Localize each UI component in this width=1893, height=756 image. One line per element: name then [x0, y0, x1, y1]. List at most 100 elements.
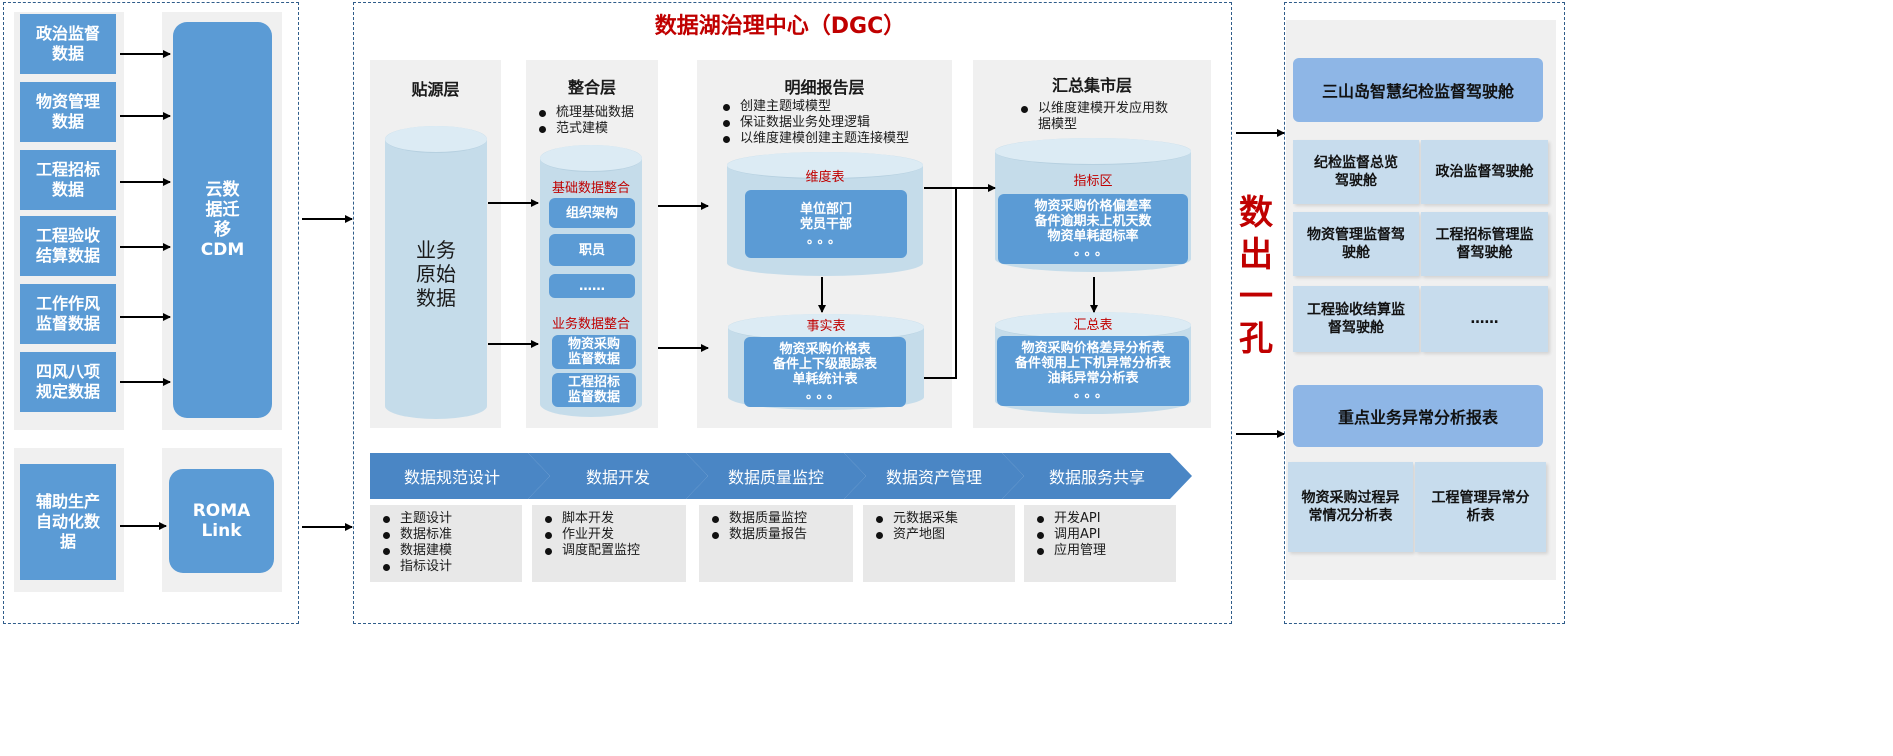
basic-item-staff: 职员 — [549, 234, 635, 266]
right-output-frame — [1284, 2, 1565, 624]
bullet-item: 以维度建模开发应用数据模型 — [1018, 101, 1178, 133]
source-box: 工程验收结算数据 — [20, 216, 116, 276]
integration-layer-title: 整合层 — [567, 78, 616, 97]
detail-layer-title: 明细报告层 — [784, 78, 865, 97]
source-box: 政治监督数据 — [20, 14, 116, 74]
fact-items: 物资采购价格表 备件上下级跟踪表 单耗统计表 。。。 — [744, 337, 906, 407]
basic-integration-label: 基础数据整合 — [551, 181, 630, 196]
biz-item-material: 物资采购监督数据 — [552, 335, 636, 369]
bullet-item: 脚本开发 — [542, 511, 640, 527]
source-box: 工作作风监督数据 — [20, 284, 116, 344]
step-asset-mgmt: 数据资产管理 — [844, 453, 1024, 499]
bullet-item: 数据质量监控 — [709, 511, 807, 527]
source-box: 工程招标数据 — [20, 150, 116, 210]
step-development: 数据开发 — [528, 453, 708, 499]
step-detail-spec-design: 主题设计 数据标准 数据建模 指标设计 — [370, 505, 522, 582]
bullet-item: 元数据采集 — [873, 511, 958, 527]
biz-integration-label: 业务数据整合 — [551, 317, 630, 332]
cockpit-cell: 工程验收结算监督驾驶舱 — [1293, 286, 1419, 352]
integration-cylinder: 基础数据整合 组织架构 职员 …… 业务数据整合 物资采购监督数据 工程招标监督… — [540, 145, 642, 417]
cockpit-cell: 工程招标管理监督驾驶舱 — [1421, 212, 1548, 276]
cockpit-cell: …… — [1421, 286, 1548, 352]
bullet-item: 指标设计 — [380, 559, 452, 575]
page-title: 数据湖治理中心（DGC） — [654, 14, 906, 39]
kpi-item: 物资采购价格偏差率 — [1034, 199, 1152, 214]
detail-bullets: 创建主题域模型 保证数据业务处理逻辑 以维度建模创建主题连接模型 — [720, 99, 909, 147]
slogan-char: 出 — [1239, 235, 1273, 275]
cockpit-cell: 政治监督驾驶舱 — [1421, 140, 1548, 204]
bullet-item: 数据质量报告 — [709, 527, 807, 543]
bullet-item: 数据建模 — [380, 543, 452, 559]
bullet-item: 数据标准 — [380, 527, 452, 543]
basic-item-more: …… — [549, 274, 635, 298]
bullet-item: 主题设计 — [380, 511, 452, 527]
aux-source-box: 辅助生产自动化数据 — [20, 464, 116, 580]
raw-data-cylinder: 业务原始数据 — [385, 126, 487, 419]
source-box: 四风八项规定数据 — [20, 352, 116, 412]
dimension-ellipsis: 。。。 — [806, 231, 845, 247]
summary-table-ellipsis: 。。。 — [1073, 386, 1112, 401]
bullet-item: 梳理基础数据 — [536, 105, 634, 121]
kpi-ellipsis: 。。。 — [1073, 244, 1112, 259]
kpi-item: 备件逾期未上机天数 — [1034, 214, 1152, 229]
bullet-item: 创建主题域模型 — [720, 99, 909, 115]
bullet-item: 开发API — [1034, 511, 1106, 527]
summary-table-items: 物资采购价格差异分析表 备件领用上下机异常分析表 油耗异常分析表 。。。 — [997, 336, 1189, 406]
kpi-cylinder: 指标区 物资采购价格偏差率 备件逾期未上机天数 物资单耗超标率 。。。 — [995, 138, 1191, 272]
fact-ellipsis: 。。。 — [805, 387, 844, 402]
cockpit-cell: 纪检监督总览驾驶舱 — [1293, 140, 1419, 204]
report-cell: 工程管理异常分析表 — [1415, 462, 1546, 552]
summary-table-item: 备件领用上下机异常分析表 — [1014, 356, 1171, 371]
report-title: 重点业务异常分析报表 — [1293, 385, 1543, 447]
summary-bullets: 以维度建模开发应用数据模型 — [1018, 101, 1178, 133]
step-detail-asset-mgmt: 元数据采集 资产地图 — [863, 505, 1015, 582]
source-box: 物资管理数据 — [20, 82, 116, 142]
fact-item: 单耗统计表 — [792, 372, 858, 387]
summary-table-item: 物资采购价格差异分析表 — [1021, 341, 1165, 356]
fact-cylinder: 事实表 物资采购价格表 备件上下级跟踪表 单耗统计表 。。。 — [728, 314, 924, 410]
summary-table-cylinder: 汇总表 物资采购价格差异分析表 备件领用上下机异常分析表 油耗异常分析表 。。。 — [995, 312, 1191, 414]
cdm-box: 云数据迁移CDM — [173, 22, 272, 418]
cockpit-title: 三山岛智慧纪检监督驾驶舱 — [1293, 58, 1543, 122]
dgc-frame — [353, 2, 1232, 624]
biz-item-bidding: 工程招标监督数据 — [552, 373, 636, 407]
raw-data-label: 业务原始数据 — [416, 238, 456, 310]
step-quality-monitor: 数据质量监控 — [686, 453, 866, 499]
bullet-item: 调用API — [1034, 527, 1106, 543]
left-sources-frame — [3, 2, 299, 624]
bullet-item: 资产地图 — [873, 527, 958, 543]
dimension-items: 单位部门 党员干部 。。。 — [745, 190, 907, 258]
dimension-item: 党员干部 — [799, 216, 852, 232]
kpi-item: 物资单耗超标率 — [1047, 229, 1139, 244]
bullet-item: 以维度建模创建主题连接模型 — [720, 131, 909, 147]
dimension-item: 单位部门 — [799, 201, 852, 217]
fact-item: 备件上下级跟踪表 — [772, 357, 877, 372]
slogan-char: 孔 — [1239, 319, 1273, 359]
dimension-cylinder: 维度表 单位部门 党员干部 。。。 — [727, 152, 923, 276]
integration-bullets: 梳理基础数据 范式建模 — [536, 105, 634, 137]
step-detail-quality-monitor: 数据质量监控 数据质量报告 — [699, 505, 853, 582]
cockpit-cell: 物资管理监督驾驶舱 — [1293, 212, 1419, 276]
step-detail-service-share: 开发API 调用API 应用管理 — [1024, 505, 1176, 582]
bullet-item: 保证数据业务处理逻辑 — [720, 115, 909, 131]
summary-table-item: 油耗异常分析表 — [1047, 371, 1139, 386]
roma-box: ROMA Link — [169, 469, 274, 573]
vertical-slogan: 数 出 一 孔 — [1236, 192, 1276, 360]
bullet-item: 调度配置监控 — [542, 543, 640, 559]
source-layer-title: 贴源层 — [411, 80, 460, 99]
slogan-char: 一 — [1239, 277, 1273, 317]
step-spec-design: 数据规范设计 — [370, 453, 550, 499]
bullet-item: 作业开发 — [542, 527, 640, 543]
step-service-share: 数据服务共享 — [1002, 453, 1192, 499]
fact-item: 物资采购价格表 — [779, 342, 871, 357]
kpi-items: 物资采购价格偏差率 备件逾期未上机天数 物资单耗超标率 。。。 — [998, 194, 1188, 264]
basic-item-org: 组织架构 — [549, 198, 635, 228]
bullet-item: 应用管理 — [1034, 543, 1106, 559]
step-detail-development: 脚本开发 作业开发 调度配置监控 — [532, 505, 686, 582]
dimension-label: 维度表 — [805, 170, 845, 185]
summary-table-label: 汇总表 — [1073, 318, 1113, 333]
slogan-char: 数 — [1239, 193, 1273, 233]
summary-layer-title: 汇总集市层 — [1051, 76, 1132, 95]
report-cell: 物资采购过程异常情况分析表 — [1288, 462, 1413, 552]
kpi-label: 指标区 — [1073, 174, 1113, 189]
